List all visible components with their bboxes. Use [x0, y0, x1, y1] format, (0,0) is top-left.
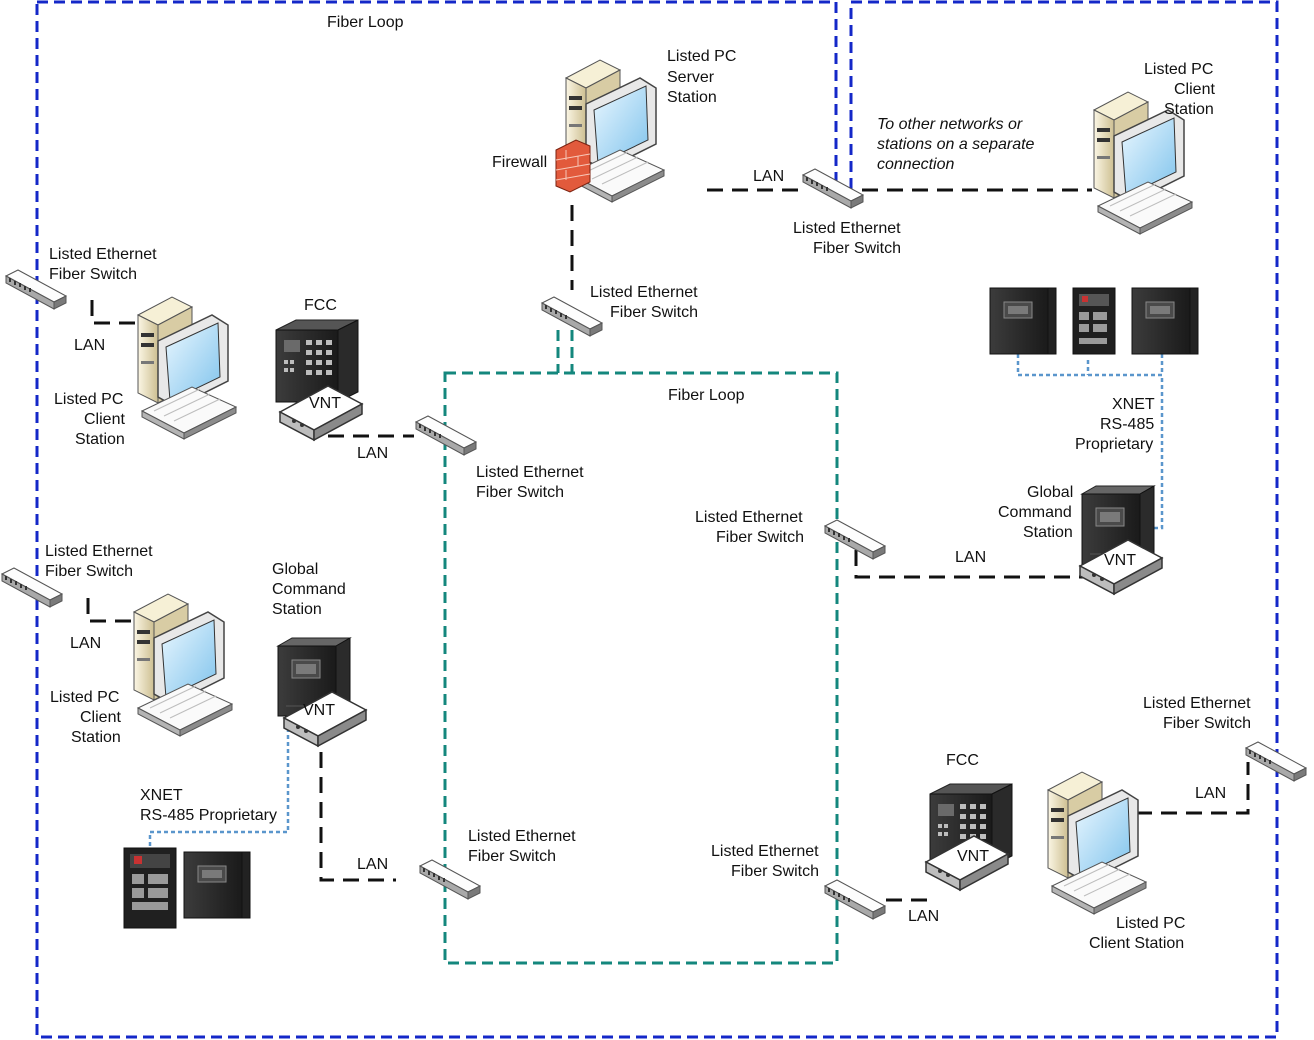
xnet-right-label-3: Proprietary: [1075, 436, 1153, 453]
fcc1-label: FCC: [304, 297, 337, 314]
vnt2-label: VNT: [957, 848, 989, 865]
gcs-left-label-3: Station: [272, 601, 322, 618]
xnet-left-label-2: RS-485 Proprietary: [140, 807, 277, 824]
client-ul-label-2: Client: [84, 411, 125, 428]
switch-inner-bl-label-1: Listed Ethernet: [468, 828, 576, 845]
xnet-left-bus: [148, 728, 290, 848]
remote-label-2: stations on a separate: [877, 136, 1035, 153]
xnet-cabinet-2-icon: [1072, 287, 1116, 355]
client-tr-label-3: Station: [1164, 101, 1214, 118]
fcc2-label: FCC: [946, 752, 979, 769]
gcs-right-label-3: Station: [1023, 524, 1073, 541]
fiber-loop-inner-label: Fiber Loop: [668, 387, 745, 404]
lan-ul-switch-to-pc: [90, 300, 138, 325]
client-br-label-2: Client Station: [1089, 935, 1184, 952]
gcs-right-label-1: Global: [1027, 484, 1073, 501]
fiber-loop-outer-label: Fiber Loop: [327, 14, 404, 31]
firewall-icon: [555, 139, 591, 193]
lan-gcs-r-to-switch: [854, 550, 1090, 579]
lan-ul-label: LAN: [74, 337, 105, 354]
switch-inner-br-label-2: Fiber Switch: [731, 863, 819, 880]
switch-mid-label-1: Listed Ethernet: [590, 284, 698, 301]
lan-ll-label: LAN: [70, 635, 101, 652]
xnet-right-bus: [1016, 354, 1164, 530]
lan-gcs-right-label: LAN: [955, 549, 986, 566]
gcs-left-label-1: Global: [272, 561, 318, 578]
switch-br-label-2: Fiber Switch: [1163, 715, 1251, 732]
server-label-3: Station: [667, 89, 717, 106]
client-ll-pc-icon: [133, 593, 233, 737]
lan-links: [86, 188, 1250, 902]
client-ul-pc-icon: [137, 296, 237, 440]
switch-ll-label-2: Fiber Switch: [45, 563, 133, 580]
switch-inner-r-label-2: Fiber Switch: [716, 529, 804, 546]
switch-inner-br-label-1: Listed Ethernet: [711, 843, 819, 860]
client-tr-label-1: Listed PC: [1144, 61, 1213, 78]
switch-inner-tl-label-2: Fiber Switch: [476, 484, 564, 501]
client-ll-label-2: Client: [80, 709, 121, 726]
client-ll-label-3: Station: [71, 729, 121, 746]
switch-inner-br-icon: [824, 879, 886, 920]
switch-top-label-2: Fiber Switch: [813, 240, 901, 257]
client-br-label-1: Listed PC: [1116, 915, 1185, 932]
lan-gcs-left-label: LAN: [357, 856, 388, 873]
labels: Fiber Loop Fiber Loop Listed PC Server S…: [45, 14, 1251, 952]
switch-inner-tl-label-1: Listed Ethernet: [476, 464, 584, 481]
client-tr-label-2: Client: [1174, 81, 1215, 98]
gcs-right-label-2: Command: [998, 504, 1072, 521]
xnet-right-label-1: XNET: [1112, 396, 1155, 413]
xnet-left-cabinet-2-icon: [183, 851, 251, 919]
xnet-links: [148, 354, 1164, 848]
outer-fiber-loop: [35, 0, 1279, 1039]
switch-inner-bl-icon: [419, 859, 481, 900]
lan-server-label: LAN: [753, 168, 784, 185]
fcc1-panel-icon: [275, 319, 359, 403]
remote-label-1: To other networks or: [877, 116, 1023, 133]
inner-fiber-loop: [443, 330, 839, 965]
firewall-label: Firewall: [492, 154, 547, 171]
xnet-left-label-1: XNET: [140, 787, 183, 804]
client-ul-label-1: Listed PC: [54, 391, 123, 408]
switch-top-icon: [802, 168, 864, 209]
switch-inner-bl-label-2: Fiber Switch: [468, 848, 556, 865]
client-ll-label-1: Listed PC: [50, 689, 119, 706]
switch-ul-label-2: Fiber Switch: [49, 266, 137, 283]
switch-inner-r-label-1: Listed Ethernet: [695, 509, 803, 526]
lan-fcc2-label: LAN: [908, 908, 939, 925]
gcs-left-label-2: Command: [272, 581, 346, 598]
xnet-left-cabinet-1-icon: [123, 847, 177, 929]
client-br-pc-icon: [1047, 771, 1147, 915]
xnet-right-label-2: RS-485: [1100, 416, 1154, 433]
xnet-cabinet-1-icon: [989, 287, 1057, 355]
lan-fcc1-label: LAN: [357, 445, 388, 462]
lan-ll-switch-to-pc: [86, 598, 134, 623]
vnt-right-label: VNT: [1104, 552, 1136, 569]
vnt-left-label: VNT: [303, 702, 335, 719]
server-label-2: Server: [667, 69, 715, 86]
remote-label-3: connection: [877, 156, 954, 173]
lan-br-pc-to-switch: [1136, 762, 1250, 815]
switch-br-label-1: Listed Ethernet: [1143, 695, 1251, 712]
vnt1-label: VNT: [309, 395, 341, 412]
lan-gcs-l-to-switch: [319, 752, 396, 882]
switch-top-label-1: Listed Ethernet: [793, 220, 901, 237]
client-ul-label-3: Station: [75, 431, 125, 448]
lan-br-label: LAN: [1195, 785, 1226, 802]
server-label-1: Listed PC: [667, 48, 736, 65]
switch-ul-label-1: Listed Ethernet: [49, 246, 157, 263]
switch-mid-label-2: Fiber Switch: [610, 304, 698, 321]
switch-ll-label-1: Listed Ethernet: [45, 543, 153, 560]
xnet-cabinet-3-icon: [1131, 287, 1199, 355]
